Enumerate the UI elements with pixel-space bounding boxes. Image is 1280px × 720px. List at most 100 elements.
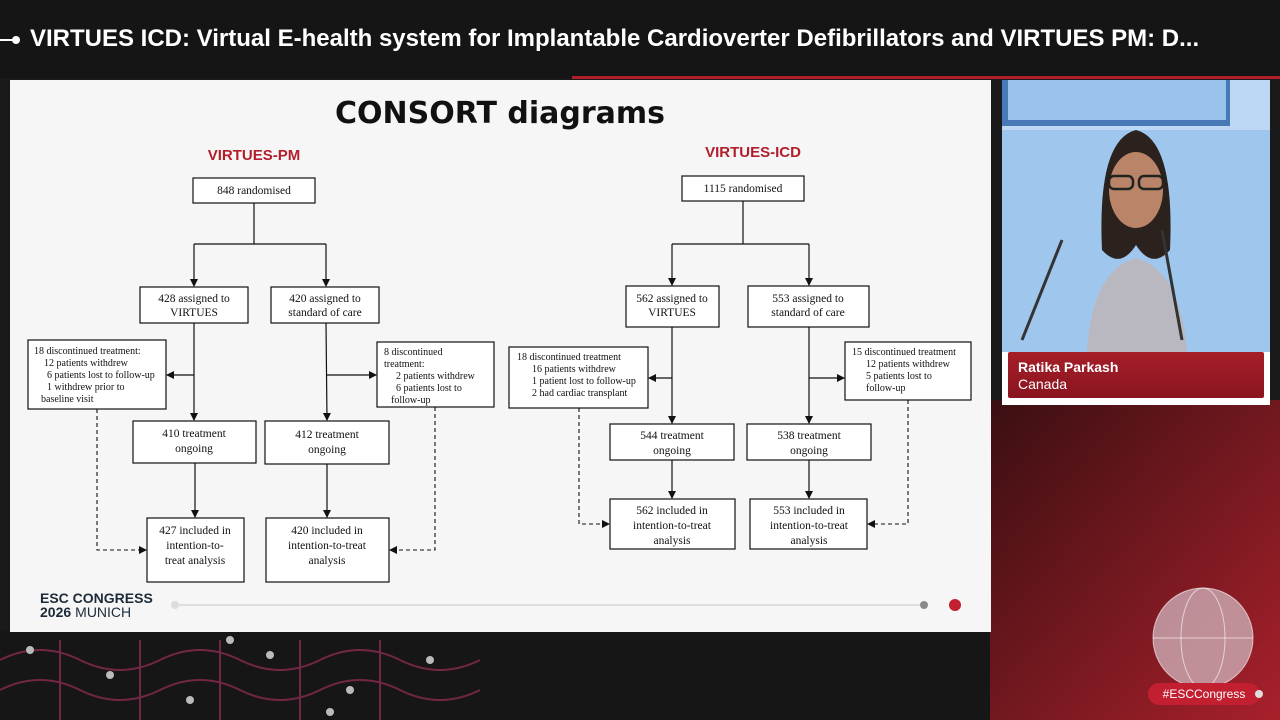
icd-disc-right-l2: 12 patients withdrew — [866, 359, 951, 370]
icd-disc-left-l3: 1 patient lost to follow-up — [532, 376, 636, 387]
icd-itt-virtues-l2: intention-to-treat — [633, 520, 712, 532]
timeline-dash — [0, 39, 14, 41]
hashtag-dot — [1255, 690, 1263, 698]
icd-itt-soc-l3: analysis — [790, 535, 828, 547]
pm-itt-virtues-l1: 427 included in — [159, 525, 231, 537]
pm-discontinued-left-box — [27, 339, 167, 410]
icd-ongoing-virtues-box — [609, 423, 735, 461]
pm-assigned-virtues-l2: VIRTUES — [170, 307, 218, 319]
icd-assigned-soc-l1: 553 assigned to — [772, 293, 844, 305]
globe-icon — [1152, 587, 1254, 689]
speaker-figure — [1087, 258, 1187, 352]
pm-split-lines — [194, 203, 326, 245]
pm-itt-soc-l1: 420 included in — [291, 525, 363, 537]
icd-dashed-left-arrow — [578, 408, 610, 528]
icd-itt-soc-l2: intention-to-treat — [770, 520, 849, 532]
icd-assigned-virtues-l2: VIRTUES — [648, 307, 696, 319]
icd-ongoing-virtues-l1: 544 treatment — [640, 430, 704, 442]
pm-soc-down-arrow — [322, 322, 331, 421]
session-title: VIRTUES ICD: Virtual E-health system for… — [30, 25, 1200, 52]
pm-ongoing-soc-box — [264, 420, 390, 465]
pm-disc-left-l3: 6 patients lost to follow-up — [47, 370, 155, 381]
icd-dashed-right-arrow — [867, 400, 909, 528]
glasses-icon — [1107, 174, 1135, 191]
icd-discontinued-right-box — [844, 341, 972, 401]
speaker-video — [1002, 80, 1270, 405]
pm-assigned-virtues-l1: 428 assigned to — [158, 293, 230, 305]
icd-itt-virtues-box — [609, 498, 736, 550]
icd-ongoing-virtues-l2: ongoing — [653, 445, 691, 457]
pm-disc-left-l2: 12 patients withdrew — [44, 358, 129, 369]
icd-assigned-virtues-box — [625, 285, 720, 328]
pm-itt-soc-l3: analysis — [308, 555, 346, 567]
progress-start-dot — [171, 601, 179, 609]
icd-disc-right-l4: follow-up — [866, 383, 905, 394]
esc-logo-line1: ESC CONGRESS — [40, 590, 153, 606]
pm-disc-right-l5: follow-up — [391, 395, 430, 406]
speaker-name-card: Ratika Parkash Canada — [1008, 352, 1264, 398]
pm-disc-right-l3: 2 patients withdrew — [396, 371, 476, 382]
pm-assigned-virtues-box — [139, 286, 249, 324]
pm-itt-virtues-l3: treat analysis — [165, 555, 226, 567]
pm-ongoing-soc-l2: ongoing — [308, 444, 346, 456]
presentation-slide: CONSORT diagrams VIRTUES-PM 848 randomis… — [10, 80, 991, 632]
icd-itt-virtues-l1: 562 included in — [636, 505, 708, 517]
icd-split-lines — [672, 201, 809, 245]
pm-disc-left-l4: 1 withdrew prior to — [47, 382, 125, 393]
pm-randomised-text: 848 randomised — [217, 185, 291, 197]
hashtag-badge: #ESCCongress — [1148, 683, 1260, 705]
pm-itt-soc-box — [265, 517, 390, 583]
pm-disc-right-l1: 8 discontinued — [384, 347, 443, 358]
progress-end-dot — [920, 601, 928, 609]
icd-discontinued-left-box — [508, 346, 649, 409]
icd-ongoing-soc-box — [746, 423, 872, 461]
icd-itt-soc-l1: 553 included in — [773, 505, 845, 517]
icd-assigned-virtues-l1: 562 assigned to — [636, 293, 708, 305]
consort-diagram: CONSORT diagrams VIRTUES-PM 848 randomis… — [27, 96, 972, 620]
icd-disc-right-l1: 15 discontinued treatment — [852, 347, 956, 358]
pm-ongoing-soc-l1: 412 treatment — [295, 429, 359, 441]
progress-current-dot — [949, 599, 961, 611]
pm-itt-soc-l2: intention-to-treat — [288, 540, 367, 552]
pm-disc-right-l2: treatment: — [384, 359, 425, 370]
icd-itt-soc-box — [749, 498, 868, 550]
pm-ongoing-virtues-l2: ongoing — [175, 443, 213, 455]
icd-assigned-soc-l2: standard of care — [771, 307, 844, 319]
icd-ongoing-soc-l2: ongoing — [790, 445, 828, 457]
pm-itt-virtues-l2: intention-to- — [166, 540, 224, 552]
pm-assigned-soc-l1: 420 assigned to — [289, 293, 361, 305]
pm-randomised-box — [192, 177, 316, 204]
pm-dashed-right-arrow — [389, 407, 436, 554]
pm-ongoing-virtues-box — [132, 420, 257, 464]
microphone-icon — [1020, 239, 1064, 341]
pm-discontinued-right-box — [376, 341, 495, 408]
icd-arm-title: VIRTUES-ICD — [705, 144, 801, 161]
pm-dashed-left-arrow — [96, 409, 147, 554]
pm-assigned-soc-l2: standard of care — [288, 307, 361, 319]
speaker-face — [1109, 152, 1163, 228]
speaker-country: Canada — [1018, 376, 1068, 392]
icd-disc-left-l2: 16 patients withdrew — [532, 364, 617, 375]
pm-assigned-soc-box — [270, 286, 380, 324]
pm-itt-virtues-box — [146, 517, 245, 583]
icd-disc-right-l3: 5 patients lost to — [866, 371, 932, 382]
pm-arm-title: VIRTUES-PM — [208, 147, 301, 164]
icd-randomised-box — [681, 175, 805, 202]
icd-disc-left-l1: 18 discontinued treatment — [517, 352, 621, 363]
icd-disc-left-l4: 2 had cardiac transplant — [532, 388, 627, 399]
icd-randomised-text: 1115 randomised — [704, 183, 783, 195]
title-bar: VIRTUES ICD: Virtual E-health system for… — [0, 0, 1280, 78]
accent-line — [572, 76, 1280, 79]
speaker-name: Ratika Parkash — [1018, 359, 1119, 375]
timeline-dot — [12, 36, 20, 44]
icd-itt-virtues-l3: analysis — [653, 535, 691, 547]
pm-disc-left-l5: baseline visit — [41, 394, 94, 405]
speaker-video-frame — [1002, 80, 1270, 352]
icd-ongoing-soc-l1: 538 treatment — [777, 430, 841, 442]
pm-disc-right-l4: 6 patients lost to — [396, 383, 462, 394]
icd-assigned-soc-box — [747, 285, 870, 328]
pm-disc-left-l1: 18 discontinued treatment: — [34, 346, 141, 357]
pm-ongoing-virtues-l1: 410 treatment — [162, 428, 226, 440]
